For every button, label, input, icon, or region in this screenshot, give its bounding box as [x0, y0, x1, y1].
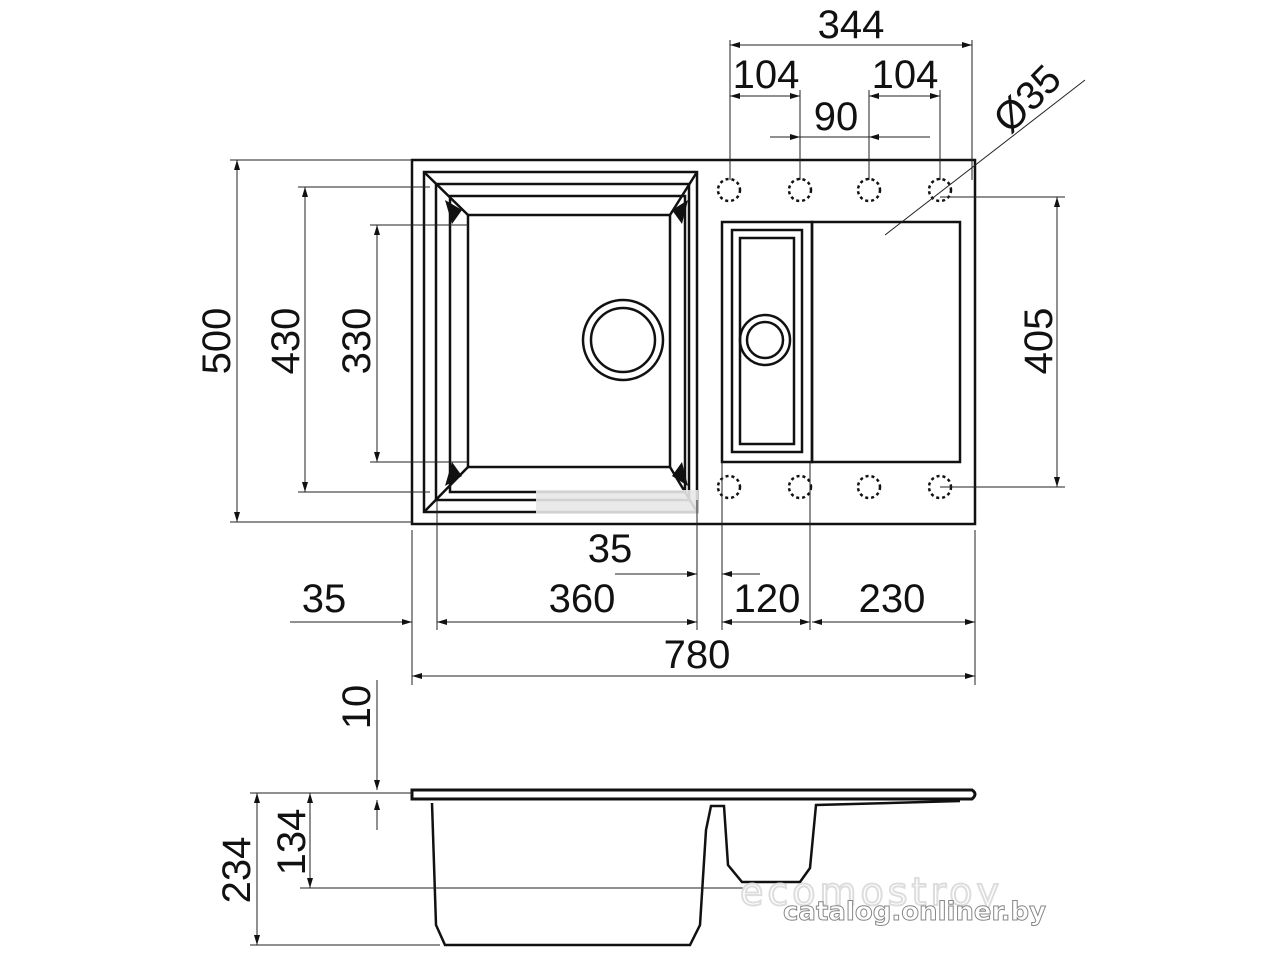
dimension-lines: [230, 40, 1086, 685]
dim-10: 10: [335, 685, 379, 730]
drainboard: [810, 220, 962, 464]
side-view: 10 134 234: [215, 680, 977, 947]
dim-330: 330: [335, 308, 379, 375]
watermark-logo: ecomostroy: [740, 870, 1003, 914]
tap-hole-icon: [927, 177, 953, 203]
small-drain-icon: [738, 313, 792, 367]
sink-outline: [410, 158, 977, 526]
side-profile: [430, 799, 961, 947]
tap-hole-icon: [787, 474, 813, 500]
dim-230: 230: [859, 577, 926, 621]
tap-hole-icon: [856, 177, 882, 203]
dim-500: 500: [195, 308, 239, 375]
dim-104-right: 104: [872, 53, 939, 97]
tap-hole-icon: [856, 474, 882, 500]
dim-35-rim: 35: [588, 527, 633, 571]
main-drain-icon: [581, 298, 665, 382]
small-bowl: [720, 220, 814, 464]
tap-hole-icon: [787, 177, 813, 203]
tap-holes: [716, 177, 953, 500]
dim-diameter-35: Ø35: [985, 57, 1070, 142]
dim-104-left: 104: [733, 53, 800, 97]
dim-134: 134: [270, 809, 314, 876]
dim-780: 780: [664, 633, 731, 677]
top-view: 344 104 104 90 Ø35 500 430 330 405 35 35…: [195, 3, 1086, 685]
tap-hole-icon: [716, 177, 742, 203]
tap-hole-icon: [716, 474, 742, 500]
watermark-text: catalog.onliner.by: [783, 897, 1046, 927]
dim-90: 90: [814, 95, 859, 139]
main-bowl: [422, 170, 699, 514]
dim-120: 120: [734, 577, 801, 621]
side-rim: [410, 788, 977, 801]
dim-430: 430: [264, 308, 308, 375]
dim-405: 405: [1017, 308, 1061, 375]
dim-344: 344: [818, 3, 885, 47]
watermark: ecomostroy catalog.onliner.by: [739, 869, 1047, 928]
dim-234: 234: [215, 837, 259, 904]
dim-35-left: 35: [302, 577, 347, 621]
dim-360: 360: [549, 577, 616, 621]
